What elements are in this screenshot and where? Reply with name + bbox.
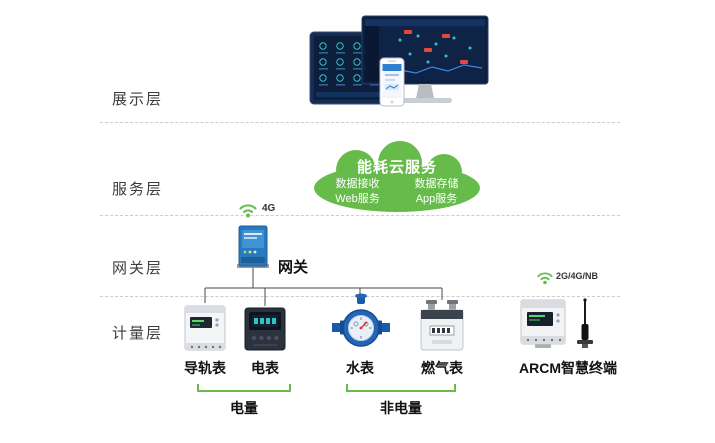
layer-label-metering: 计量层 (112, 325, 164, 342)
layer-separator (100, 215, 620, 216)
cloud-service-item: Web服务 (335, 193, 380, 205)
layer-label-service: 服务层 (112, 181, 164, 198)
antenna-icon (577, 298, 593, 348)
arcm-network-label: 2G/4G/NB (556, 271, 599, 281)
water-meter-icon (332, 293, 390, 347)
device-label-arcm-terminal: ARCM智慧终端 (519, 360, 617, 376)
device-label-water-meter: 水表 (346, 360, 374, 376)
arcm-terminal-icon (520, 299, 566, 348)
layer-label-gateway: 网关层 (112, 260, 164, 277)
group-label-electric: 电量 (230, 400, 258, 416)
device-label-din-rail-meter: 导轨表 (184, 360, 226, 376)
layer-label-display: 展示层 (112, 91, 164, 108)
device-label-power-meter: 电表 (251, 360, 279, 376)
gateway-network-label: 4G (262, 203, 276, 214)
device-label-gas-meter: 燃气表 (421, 360, 463, 376)
layer-separator (100, 122, 620, 123)
cloud-service-item: 数据接收 (335, 178, 380, 190)
group-bracket-non-electric (346, 384, 456, 392)
cloud-title: 能耗云服务 (356, 159, 437, 176)
gateway-device-icon (237, 225, 269, 268)
wifi-icon (239, 204, 257, 218)
cloud-service-item: App服务 (415, 193, 458, 205)
cloud-service: 能耗云服务 数据接收 数据存储 Web服务 App服务 (312, 140, 482, 214)
wifi-icon (537, 272, 553, 285)
group-label-non-electric: 非电量 (380, 400, 422, 416)
cloud-service-item: 数据存储 (414, 178, 459, 190)
group-bracket-electric (197, 384, 291, 392)
cloud-services: 数据接收 数据存储 Web服务 App服务 (318, 178, 476, 206)
gateway-label: 网关 (278, 259, 309, 276)
display-devices-illustration (309, 15, 489, 107)
gas-meter-icon (420, 300, 464, 351)
phone-icon (379, 57, 405, 107)
power-meter-icon (244, 307, 286, 351)
din-rail-meter-icon (184, 305, 226, 351)
cloud-shape (314, 141, 480, 212)
